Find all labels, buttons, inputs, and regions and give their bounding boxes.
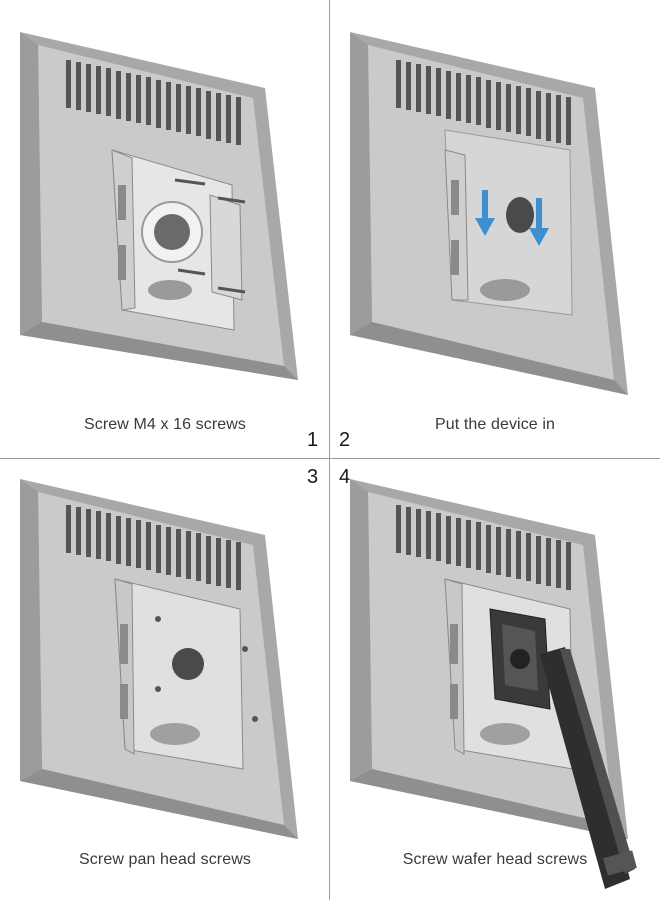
mounting-bracket <box>111 149 243 331</box>
step-3-caption: Screw pan head screws <box>79 851 251 868</box>
step-1-caption: Screw M4 x 16 screws <box>83 416 247 433</box>
device-box-translucent <box>444 129 573 316</box>
step-3-illustration <box>20 479 298 839</box>
step-4-panel: Screw wafer head screws <box>330 459 660 909</box>
step-4-caption: Screw wafer head screws <box>402 851 588 868</box>
vertical-divider <box>329 0 330 900</box>
step-1-number: 1 <box>307 429 319 451</box>
vent-slots <box>66 505 241 590</box>
vent-slots <box>66 60 241 145</box>
step-2-panel: Put the device in <box>330 0 660 450</box>
step-3-panel: Screw pan head screws <box>0 459 330 909</box>
arm-mount-plate <box>489 608 551 710</box>
pan-head-screws <box>155 616 258 722</box>
down-arrow-icon <box>475 190 549 246</box>
vent-slots <box>396 505 571 590</box>
m4-screws <box>174 178 246 294</box>
vent-slots <box>396 60 571 145</box>
step-3-number: 3 <box>307 466 319 488</box>
horizontal-divider <box>0 458 660 459</box>
step-2-illustration <box>350 32 628 395</box>
step-2-number: 2 <box>339 429 351 451</box>
monitor-arm <box>540 647 637 889</box>
step-4-number: 4 <box>339 466 351 488</box>
step-2-caption: Put the device in <box>435 416 555 433</box>
step-1-panel: Screw M4 x 16 screws <box>0 0 330 450</box>
vesa-plate <box>114 578 244 770</box>
step-4-illustration <box>350 479 637 889</box>
step-1-illustration <box>20 32 298 380</box>
